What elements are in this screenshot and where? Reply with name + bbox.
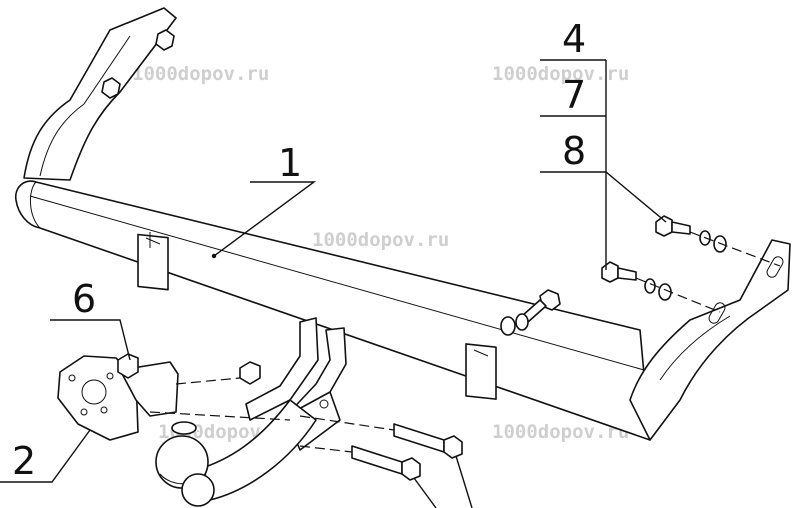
watermark-3: 1000dopov.ru — [312, 229, 449, 251]
callout-6: 6 — [72, 277, 96, 321]
socket-plate — [57, 353, 291, 441]
callout-lines — [0, 59, 667, 508]
callout-8: 8 — [562, 129, 586, 173]
callout-4: 4 — [562, 17, 586, 61]
callout-2: 2 — [12, 439, 36, 483]
watermark-2: 1000dopov.ru — [492, 63, 629, 85]
watermark-1: 1000dopov.ru — [132, 63, 269, 85]
ball-mount-arm — [155, 317, 347, 507]
long-bolts — [299, 415, 463, 481]
callout-1: 1 — [278, 141, 302, 185]
crossbar-beam — [14, 7, 791, 441]
callout-7: 7 — [562, 73, 586, 117]
watermark-5: 1000dopov.ru — [492, 421, 629, 443]
